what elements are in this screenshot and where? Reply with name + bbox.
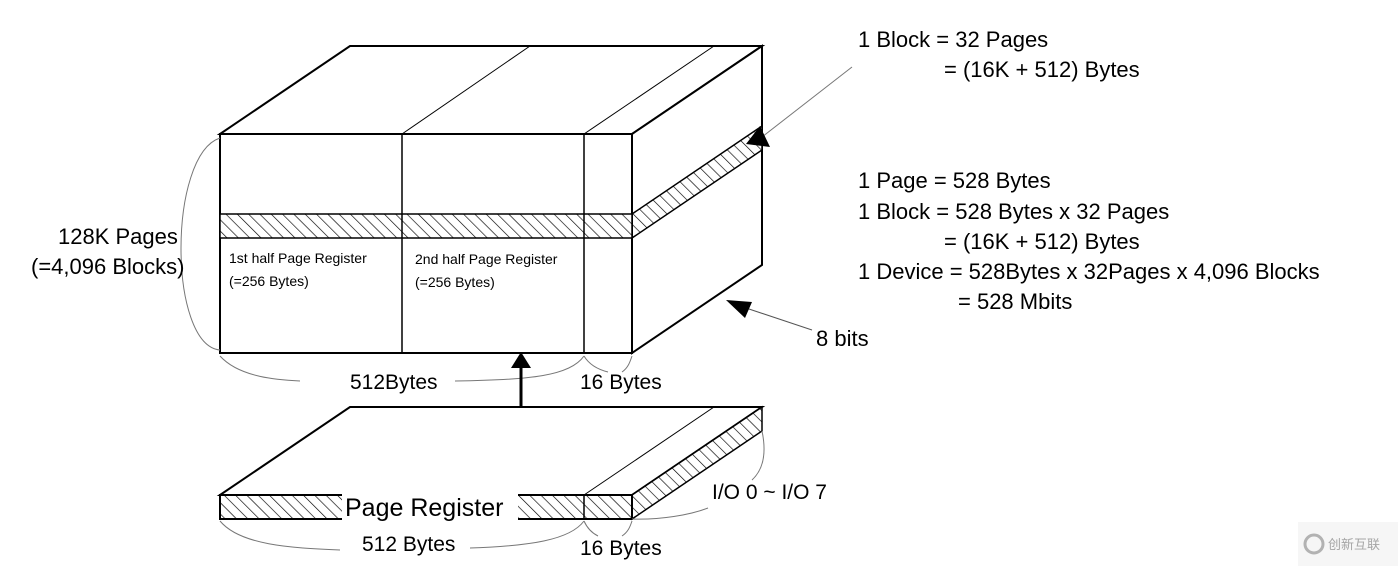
cube-page-row xyxy=(219,213,633,239)
block-equation-line1: 1 Block = 32 Pages xyxy=(858,27,1048,52)
block-size-equation-line1: 1 Block = 528 Bytes x 32 Pages xyxy=(858,199,1169,224)
first-half-register-size: (=256 Bytes) xyxy=(229,273,309,289)
register-main-width-label: 512 Bytes xyxy=(362,533,455,556)
eight-bits-arrow xyxy=(726,300,813,331)
page-size-equation: 1 Page = 528 Bytes xyxy=(858,168,1051,193)
blocks-count-label: (=4,096 Blocks) xyxy=(31,254,184,279)
spare-width-brace-right xyxy=(621,355,633,373)
pages-brace xyxy=(180,137,221,351)
cube-front-face xyxy=(219,133,633,354)
io-brace xyxy=(631,507,709,520)
main-width-brace xyxy=(219,355,301,382)
block-size-equation-line2: = (16K + 512) Bytes xyxy=(944,229,1140,254)
block-leader-line xyxy=(761,66,853,138)
register-spare-width-label: 16 Bytes xyxy=(580,537,662,560)
page-register-label-bg xyxy=(342,494,518,520)
page-register-label: Page Register xyxy=(345,494,503,522)
cube-main-width-label: 512Bytes xyxy=(350,371,438,394)
register-main-brace-right xyxy=(469,520,585,549)
io-range-label: I/O 0 ~ I/O 7 xyxy=(712,481,827,504)
watermark-text: 创新互联 xyxy=(1328,537,1380,553)
main-width-brace-right xyxy=(454,355,585,382)
io-brace-upper xyxy=(751,430,765,481)
register-spare-brace-right xyxy=(621,520,633,537)
device-size-equation-line2: = 528 Mbits xyxy=(958,289,1072,314)
watermark-logo-icon xyxy=(1303,533,1325,555)
block-equation-line2: = (16K + 512) Bytes xyxy=(944,57,1140,82)
register-main-brace xyxy=(219,520,341,551)
second-half-register-label: 2nd half Page Register xyxy=(415,251,558,267)
cube-top-divider-1 xyxy=(401,45,531,135)
cube-annotation-curves xyxy=(180,66,853,382)
spare-width-brace xyxy=(583,355,609,373)
cube-top-divider-2 xyxy=(583,45,715,135)
register-top-divider xyxy=(583,406,715,496)
first-half-register-label: 1st half Page Register xyxy=(229,250,367,266)
device-size-equation-line1: 1 Device = 528Bytes x 32Pages x 4,096 Bl… xyxy=(858,259,1320,284)
register-annotation-curves xyxy=(219,430,765,551)
block-arrow-head xyxy=(746,126,770,147)
pages-count-label: 128K Pages xyxy=(58,224,178,249)
memory-array-cube xyxy=(216,44,766,355)
eight-bits-label: 8 bits xyxy=(816,326,869,351)
register-spare-brace xyxy=(583,520,599,537)
cube-spare-width-label: 16 Bytes xyxy=(580,371,662,394)
second-half-register-size: (=256 Bytes) xyxy=(415,274,495,290)
watermark: 创新互联 xyxy=(1298,522,1398,566)
